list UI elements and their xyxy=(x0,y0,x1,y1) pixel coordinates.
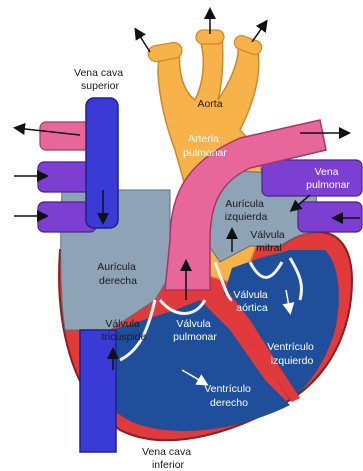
label-valvula-tricuspide: Válvula tricúspide xyxy=(102,318,147,343)
label-valvula-aortica: Válvula aórtica xyxy=(233,289,270,314)
label-auricula-izquierda: Aurícula izquierda xyxy=(225,198,268,223)
label-valvula-pulmonar: Válvula pulmonar xyxy=(173,318,217,343)
label-vena-cava-inferior: Vena cava inferior xyxy=(142,446,194,471)
label-vena-cava-superior: Vena cava superior xyxy=(74,67,126,92)
label-aorta: Aorta xyxy=(197,98,222,110)
